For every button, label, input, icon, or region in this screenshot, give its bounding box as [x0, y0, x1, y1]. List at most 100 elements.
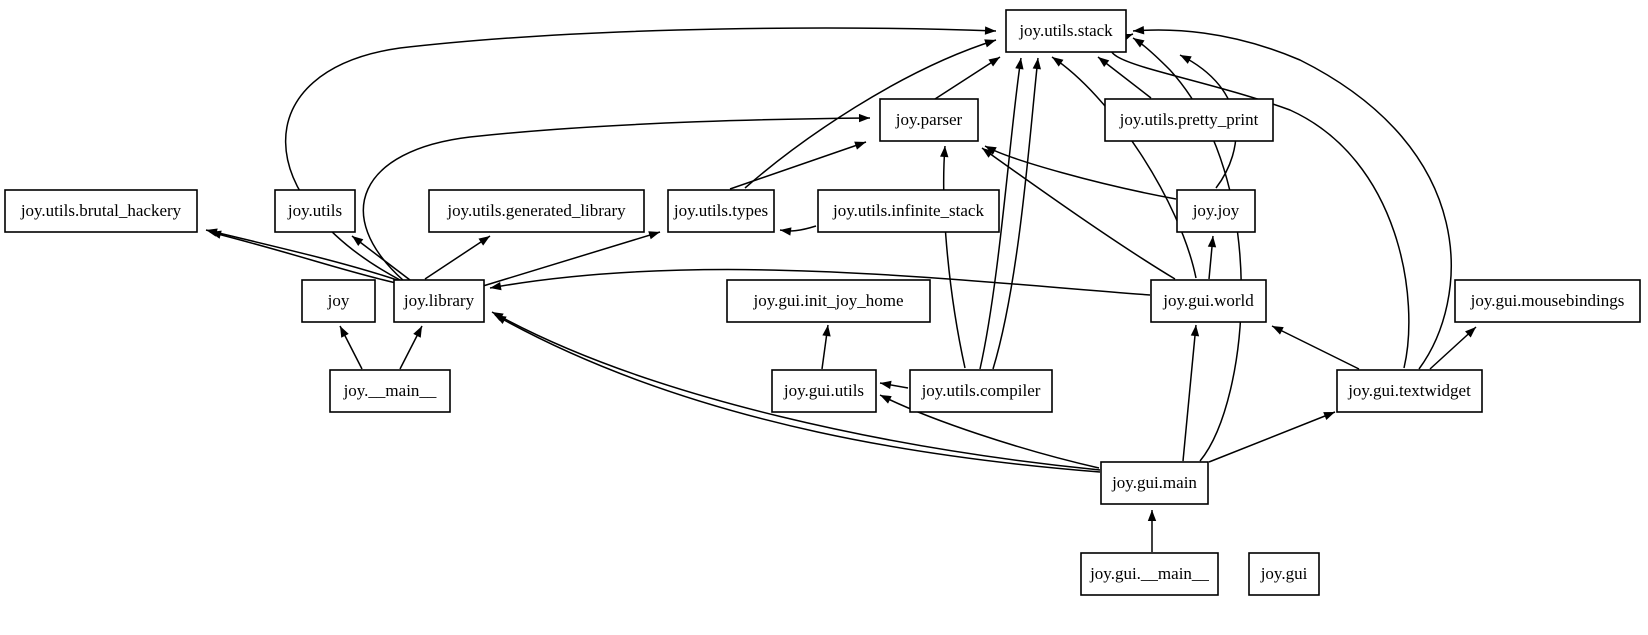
edge-line: [424, 235, 491, 280]
node-joy-utils-brutal-hackery[interactable]: joy.utils.brutal_hackery: [4, 189, 198, 233]
edge-line: [1097, 56, 1152, 99]
node-box[interactable]: [1176, 189, 1256, 233]
edge-arrowhead: [1052, 57, 1064, 67]
node-box[interactable]: [726, 279, 931, 323]
edge-line: [942, 145, 966, 369]
edge-arrowhead: [1190, 325, 1200, 337]
node-box[interactable]: [428, 189, 645, 233]
edge-line: [992, 57, 1039, 370]
node-box[interactable]: [909, 369, 1053, 413]
node-box[interactable]: [393, 279, 485, 323]
node-joy-main[interactable]: joy.__main__: [329, 369, 451, 413]
edge: [879, 394, 1100, 469]
edge-arrowhead: [490, 281, 502, 291]
edge-arrowhead: [988, 57, 1000, 67]
node-box[interactable]: [4, 189, 198, 233]
edge: [940, 145, 966, 369]
edge-line: [491, 311, 1101, 471]
edge: [1271, 325, 1360, 370]
edge-arrowhead: [1180, 55, 1192, 64]
node-joy-utils-compiler[interactable]: joy.utils.compiler: [909, 369, 1053, 413]
node-box[interactable]: [1150, 279, 1267, 323]
node-joy-gui-world[interactable]: joy.gui.world: [1150, 279, 1267, 323]
edge: [981, 147, 1176, 280]
node-box[interactable]: [1005, 9, 1127, 53]
node-joy-utils-pretty-print[interactable]: joy.utils.pretty_print: [1104, 98, 1274, 142]
edge-arrowhead: [1207, 236, 1217, 248]
edge: [482, 231, 661, 287]
node-joy[interactable]: joy: [301, 279, 376, 323]
node-joy-library[interactable]: joy.library: [393, 279, 485, 323]
edge: [1051, 56, 1197, 279]
node-joy-gui-mousebindings[interactable]: joy.gui.mousebindings: [1454, 279, 1641, 323]
node-box[interactable]: [1248, 552, 1320, 596]
edge: [744, 39, 997, 189]
edge-arrowhead: [982, 148, 994, 158]
edge-line: [984, 145, 1177, 200]
node-box[interactable]: [1080, 552, 1219, 596]
node-box[interactable]: [274, 189, 356, 233]
edge-arrowhead: [648, 231, 660, 240]
node-joy-utils[interactable]: joy.utils: [274, 189, 356, 233]
edge: [339, 325, 363, 370]
node-joy-utils-types[interactable]: joy.utils.types: [667, 189, 775, 233]
edge-arrowhead: [1098, 57, 1110, 68]
node-joy-gui-init-joy-home[interactable]: joy.gui.init_joy_home: [726, 279, 931, 323]
edge: [1207, 235, 1217, 280]
node-joy-gui-main[interactable]: joy.gui.__main__: [1080, 552, 1219, 596]
edge-arrowhead: [1323, 412, 1335, 420]
edge: [1132, 37, 1242, 462]
node-joy-joy[interactable]: joy.joy: [1176, 189, 1256, 233]
edge-arrowhead: [854, 141, 866, 150]
node-joy-parser[interactable]: joy.parser: [879, 98, 979, 142]
edge-arrowhead: [780, 227, 792, 236]
node-box[interactable]: [301, 279, 376, 323]
edge: [1147, 510, 1157, 552]
node-joy-utils-generated-library[interactable]: joy.utils.generated_library: [428, 189, 645, 233]
edge-line: [1182, 324, 1197, 462]
edge: [284, 26, 997, 281]
edge: [779, 225, 817, 236]
edge-line: [979, 57, 1022, 370]
edge-arrowhead: [478, 236, 490, 246]
edge: [992, 57, 1041, 370]
node-box[interactable]: [1104, 98, 1274, 142]
node-box[interactable]: [1100, 461, 1209, 505]
edge: [1132, 26, 1452, 370]
edge-arrowhead: [206, 228, 218, 237]
node-box[interactable]: [1336, 369, 1483, 413]
edge: [934, 56, 1001, 100]
node-joy-gui[interactable]: joy.gui: [1248, 552, 1320, 596]
node-joy-gui-main[interactable]: joy.gui.main: [1100, 461, 1209, 505]
node-box[interactable]: [817, 189, 1000, 233]
edge-arrowhead: [880, 380, 892, 390]
edges-layer: [205, 26, 1477, 552]
edge-arrowhead: [413, 326, 422, 338]
node-box[interactable]: [667, 189, 775, 233]
edge: [362, 113, 871, 282]
edge: [1429, 326, 1477, 370]
edge: [879, 380, 909, 390]
node-joy-utils-stack[interactable]: joy.utils.stack: [1005, 9, 1127, 53]
edge-line: [494, 314, 1101, 473]
edge: [205, 228, 401, 282]
node-box[interactable]: [879, 98, 979, 142]
node-box[interactable]: [1454, 279, 1641, 323]
node-joy-utils-infinite-stack[interactable]: joy.utils.infinite_stack: [817, 189, 1000, 233]
node-joy-gui-utils[interactable]: joy.gui.utils: [771, 369, 877, 413]
edge: [424, 235, 491, 280]
edge-arrowhead: [1015, 58, 1024, 70]
node-box[interactable]: [771, 369, 877, 413]
edge: [821, 324, 831, 370]
edge-line: [1132, 37, 1242, 462]
edge-line: [1271, 325, 1360, 370]
edge-line: [879, 394, 1100, 469]
node-box[interactable]: [329, 369, 451, 413]
edge-line: [205, 229, 401, 282]
edge: [1182, 324, 1200, 462]
edge: [979, 57, 1024, 370]
edge-arrowhead: [495, 315, 507, 325]
edge-line: [489, 268, 1151, 296]
edge-line: [1132, 29, 1452, 370]
node-joy-gui-textwidget[interactable]: joy.gui.textwidget: [1336, 369, 1483, 413]
